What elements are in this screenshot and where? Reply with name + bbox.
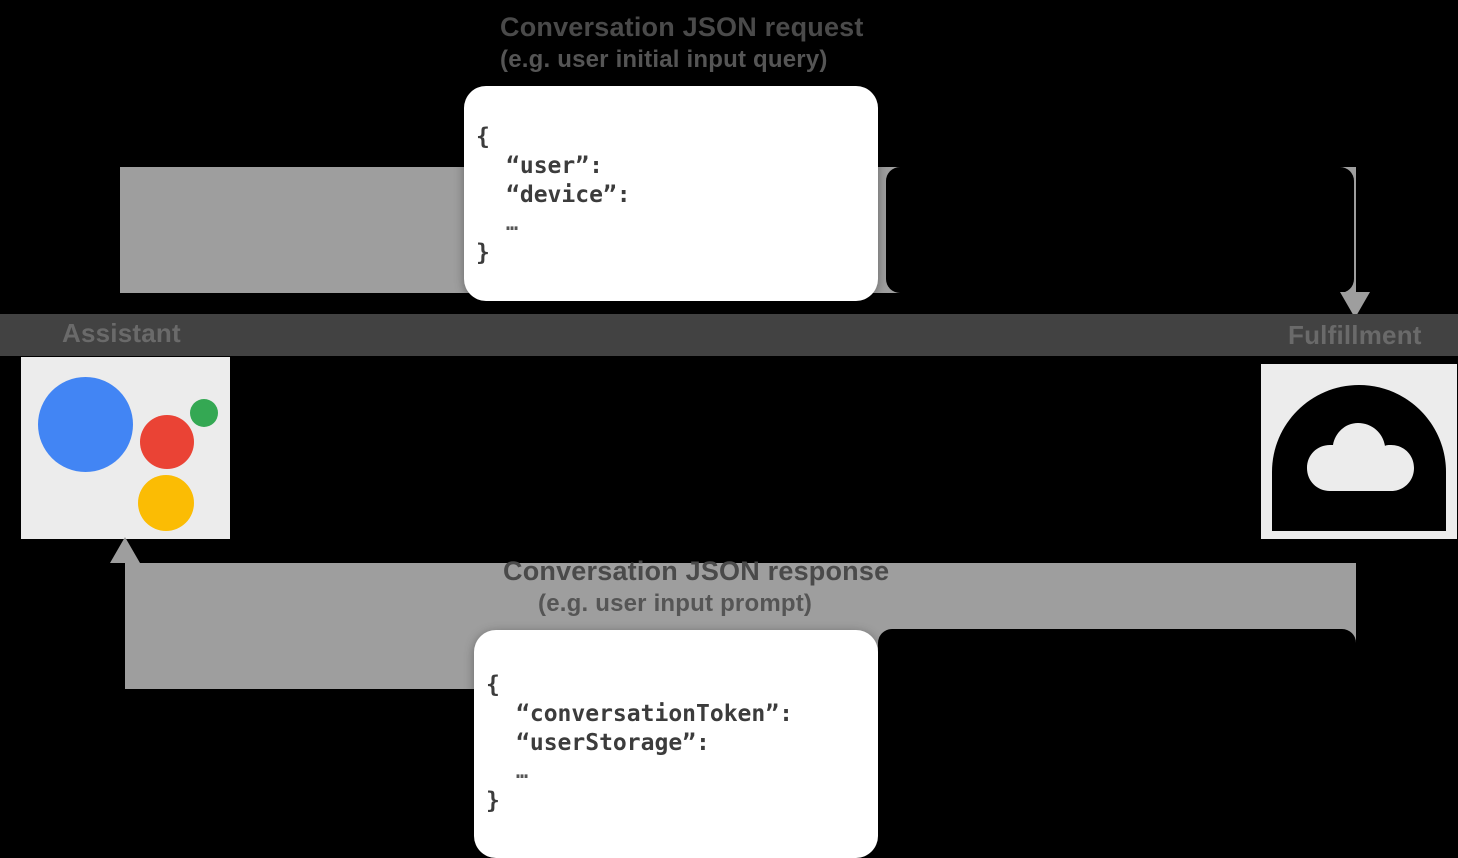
center-divider <box>0 314 1458 356</box>
response-title: Conversation JSON response <box>503 556 890 586</box>
json-key-userstorage: “userStorage”: <box>516 730 710 756</box>
response-arrowhead-icon <box>110 537 140 563</box>
request-title: Conversation JSON request <box>500 12 864 42</box>
request-subtitle: (e.g. user initial input query) <box>500 46 828 73</box>
assistant-label: Assistant <box>62 318 181 348</box>
google-assistant-green-dot-icon <box>190 399 218 427</box>
json-close-brace: } <box>486 788 500 814</box>
response-json-card: { “conversationToken”: “userStorage”: … … <box>474 630 878 858</box>
fulfillment-label: Fulfillment <box>1288 320 1422 350</box>
cloud-functions-icon <box>1272 385 1446 531</box>
json-ellipsis: … <box>506 211 519 235</box>
json-open-brace: { <box>476 124 490 150</box>
response-arrow-dark-plate <box>878 629 1356 756</box>
json-open-brace: { <box>486 672 500 698</box>
request-arrowhead-icon <box>1340 292 1370 318</box>
google-assistant-blue-dot-icon <box>38 377 133 472</box>
json-key-user: “user”: <box>506 153 603 179</box>
request-arrow-dark-plate <box>886 167 1354 293</box>
json-close-brace: } <box>476 240 490 266</box>
json-key-conversationtoken: “conversationToken”: <box>516 701 793 727</box>
request-json-card: { “user”: “device”: … } <box>464 86 878 301</box>
response-subtitle: (e.g. user input prompt) <box>538 590 813 617</box>
google-assistant-yellow-dot-icon <box>138 475 194 531</box>
json-key-device: “device”: <box>506 182 631 208</box>
google-assistant-red-dot-icon <box>140 415 194 469</box>
json-ellipsis: … <box>516 759 529 783</box>
